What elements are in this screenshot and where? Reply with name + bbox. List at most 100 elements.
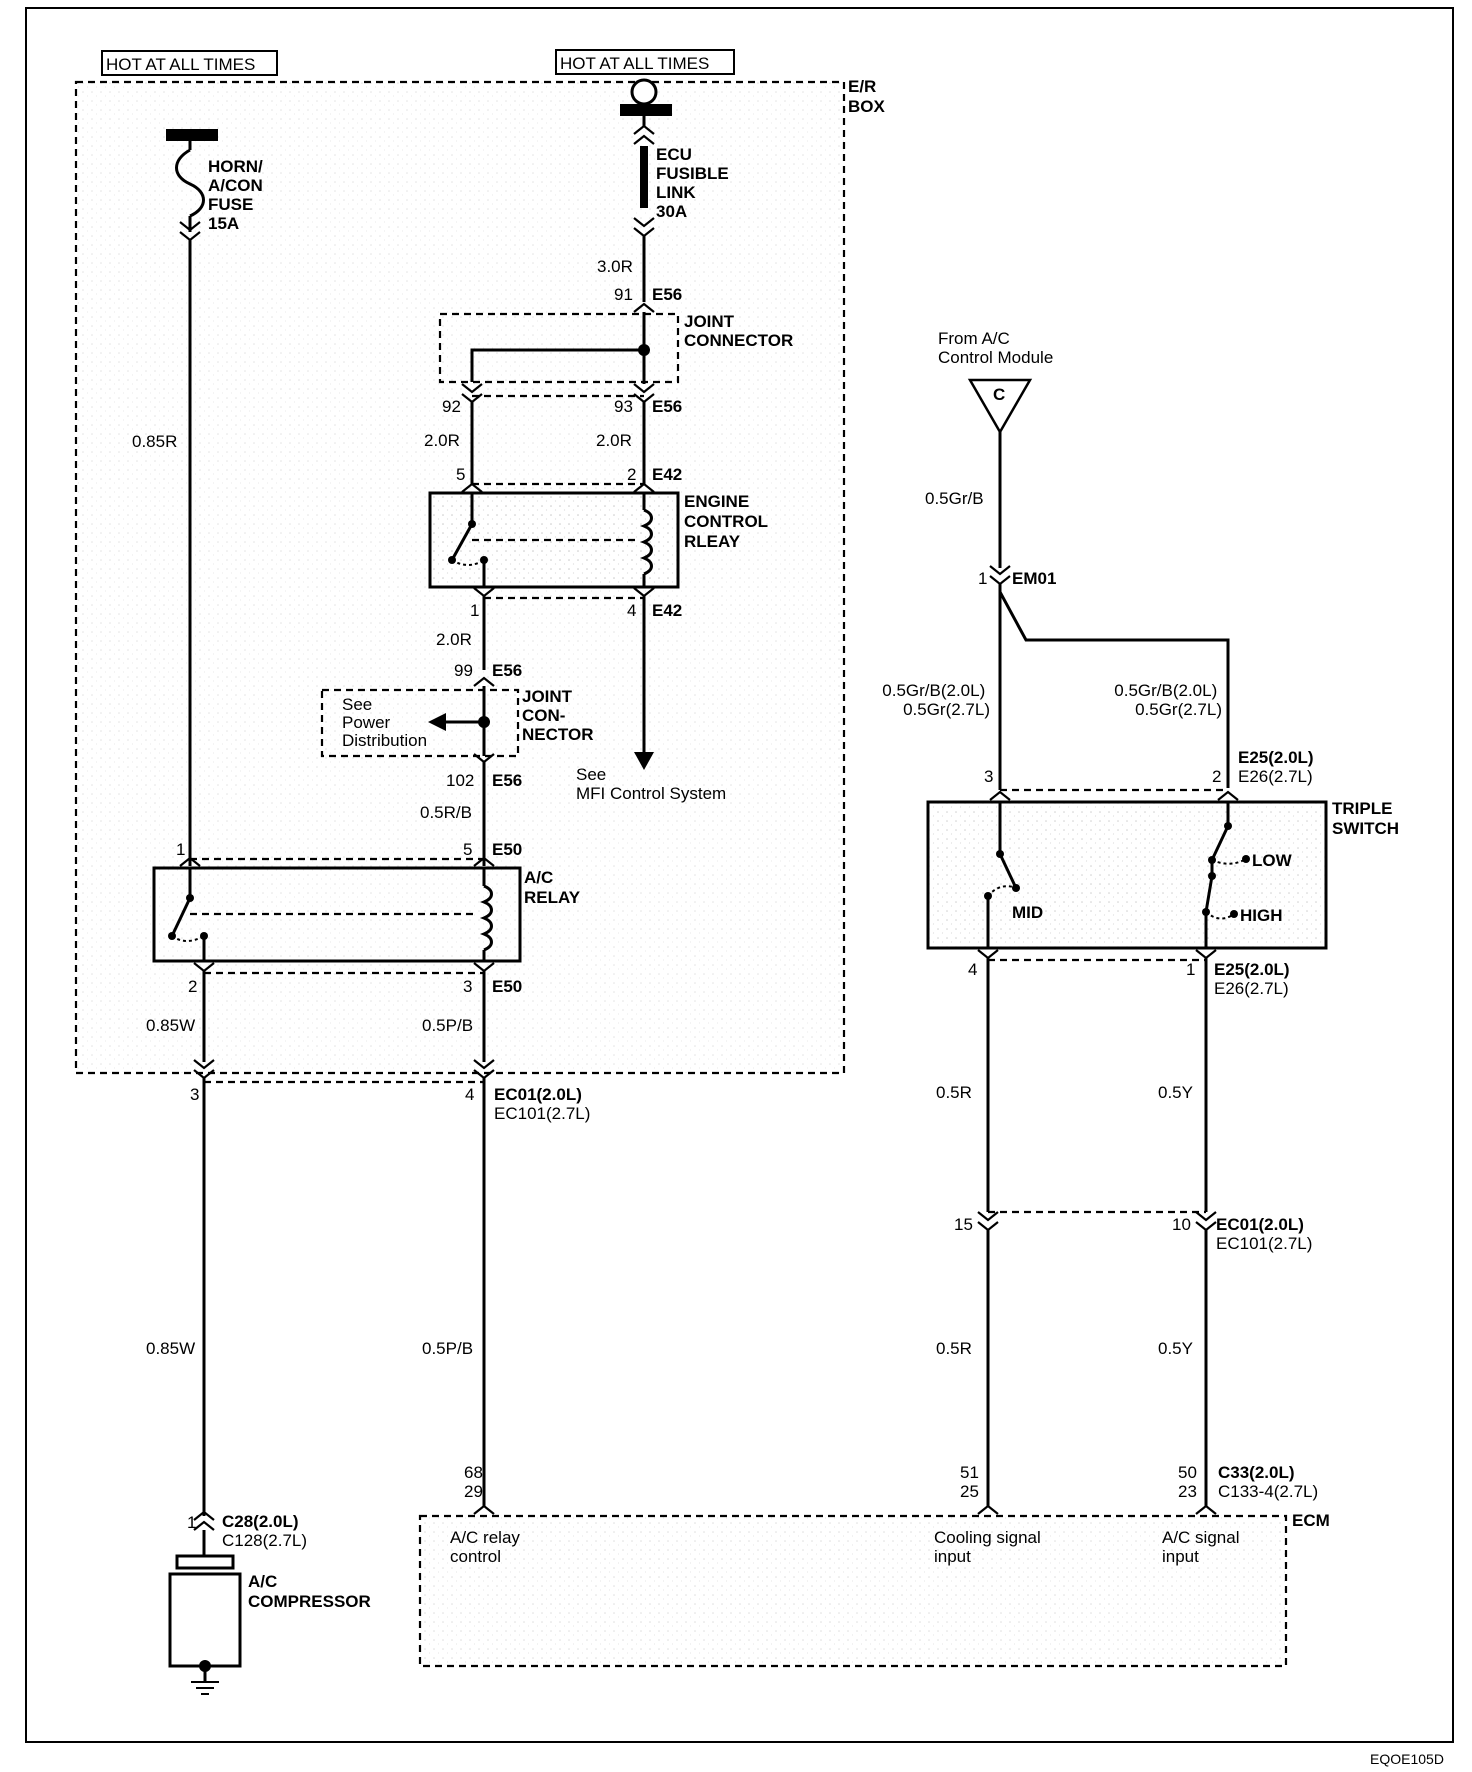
wire-05grb: 0.5Gr/B — [925, 489, 984, 508]
pin-91: 91 — [614, 285, 633, 304]
joint-connector-top-box — [438, 312, 680, 384]
pin-99: 99 — [454, 661, 473, 680]
wire-grb-right: 0.5Gr/B(2.0L) 0.5Gr(2.7L) — [1114, 681, 1222, 719]
joint-connector-mid-box — [320, 688, 520, 758]
wire-05r-b: 0.5R — [936, 1339, 972, 1358]
ac-relay-label: A/C RELAY — [524, 868, 581, 907]
pin-1-ts: 1 — [1186, 960, 1195, 979]
triple-switch-box — [928, 802, 1326, 948]
ecm-ac-signal-label: A/C signal input — [1162, 1528, 1244, 1566]
wire-05pb-b: 0.5P/B — [422, 1339, 473, 1358]
from-ac-label: From A/C Control Module — [938, 329, 1053, 367]
wire-05r-a: 0.5R — [936, 1083, 972, 1102]
conn-e25-b: E25(2.0L) E26(2.7L) — [1214, 960, 1294, 998]
triple-switch-label: TRIPLE SWITCH — [1332, 799, 1399, 838]
conn-e42-a: E42 — [652, 465, 682, 484]
conn-e50-a: E50 — [492, 840, 522, 859]
conn-e50-b: E50 — [492, 977, 522, 996]
pin-1: 1 — [470, 601, 479, 620]
pin-50: 50 — [1178, 1463, 1197, 1482]
wire-05y-a: 0.5Y — [1158, 1083, 1193, 1102]
wire-05rb: 0.5R/B — [420, 803, 472, 822]
pin-3-ts: 3 — [984, 767, 993, 786]
pin-3-ec: 3 — [190, 1085, 199, 1104]
conn-e56-b: E56 — [652, 397, 682, 416]
conn-ec01-a: EC01(2.0L) EC101(2.7L) — [494, 1085, 590, 1123]
page-frame — [25, 7, 1454, 1743]
ecm-label: ECM — [1292, 1511, 1330, 1530]
ac-relay-coil-icon — [479, 884, 493, 952]
pin-2-ts: 2 — [1212, 767, 1221, 786]
pin-4-ec: 4 — [465, 1085, 474, 1104]
ecm-ac-relay-label: A/C relay control — [450, 1528, 525, 1566]
fusible-link-icon — [640, 146, 648, 208]
battery-terminal-icon — [630, 78, 658, 106]
pin-2: 2 — [627, 465, 636, 484]
ecu-link-label: ECU FUSIBLE LINK 30A — [656, 145, 733, 221]
compressor-label: A/C COMPRESSOR — [248, 1572, 371, 1611]
wire-20r-c: 2.0R — [436, 630, 472, 649]
hot-label-right-box — [555, 49, 735, 75]
wire-05y-b: 0.5Y — [1158, 1339, 1193, 1358]
wire-20r-b: 2.0R — [596, 431, 632, 450]
conn-e42-b: E42 — [652, 601, 682, 620]
pin-4-ts: 4 — [968, 960, 977, 979]
wire-20r-a: 2.0R — [424, 431, 460, 450]
ecm-box — [420, 1516, 1286, 1666]
hot-label-right: HOT AT ALL TIMES — [560, 54, 709, 73]
conn-e56-a: E56 — [652, 285, 682, 304]
fuse-icon — [175, 148, 205, 218]
wire-30r: 3.0R — [597, 257, 633, 276]
wire-05pb-a: 0.5P/B — [422, 1016, 473, 1035]
engine-control-relay-label: ENGINE CONTROL RLEAY — [684, 492, 772, 551]
ground-icon — [191, 1681, 219, 1695]
see-power-label: See Power Distribution — [342, 695, 427, 750]
figure-code: EQOE105D — [1370, 1751, 1444, 1767]
switch-low-label: LOW — [1252, 851, 1293, 870]
switch-mid-label: MID — [1012, 903, 1043, 922]
pin-3-ac: 3 — [463, 977, 472, 996]
pin-5-ac: 5 — [463, 840, 472, 859]
engine-control-relay-box — [430, 493, 678, 587]
pin-5: 5 — [456, 465, 465, 484]
pin-23: 23 — [1178, 1482, 1197, 1501]
pin-29: 29 — [464, 1482, 483, 1501]
conn-em01: EM01 — [1012, 569, 1056, 588]
horn-fuse-label: HORN/ A/CON FUSE 15A — [208, 157, 268, 233]
wire-grb-left: 0.5Gr/B(2.0L) 0.5Gr(2.7L) — [882, 681, 990, 719]
conn-e25-a: E25(2.0L) E26(2.7L) — [1238, 748, 1318, 786]
pin-93: 93 — [614, 397, 633, 416]
ecm-cooling-label: Cooling signal input — [934, 1528, 1046, 1566]
conn-e56-c: E56 — [492, 661, 522, 680]
er-box-label: E/R BOX — [848, 77, 886, 116]
pin-51: 51 — [960, 1463, 979, 1482]
joint-connector-mid-label: JOINT CON- NECTOR — [522, 687, 593, 744]
connector-c-icon — [967, 378, 1033, 435]
conn-c28: C28(2.0L) C128(2.7L) — [222, 1512, 307, 1550]
pin-25: 25 — [960, 1482, 979, 1501]
engine-relay-coil-icon — [639, 508, 653, 576]
pin-2-ac: 2 — [188, 977, 197, 996]
arrow-down-icon — [634, 752, 654, 770]
see-mfi-label: See MFI Control System — [576, 765, 726, 803]
compressor-body — [168, 1572, 242, 1668]
pin-68: 68 — [464, 1463, 483, 1482]
pin-1-em: 1 — [978, 569, 987, 588]
arrow-left-icon — [428, 713, 446, 731]
pin-92: 92 — [442, 397, 461, 416]
pin-10: 10 — [1172, 1215, 1191, 1234]
switch-high-label: HIGH — [1240, 906, 1283, 925]
connector-c-letter: C — [993, 385, 1005, 404]
wire-085w-a: 0.85W — [146, 1016, 195, 1035]
wire-085r: 0.85R — [132, 432, 177, 451]
conn-c33: C33(2.0L) C133-4(2.7L) — [1218, 1463, 1318, 1501]
hot-label-left-box — [101, 50, 278, 76]
joint-connector-top-label: JOINT CONNECTOR — [684, 312, 793, 350]
conn-ec01-b: EC01(2.0L) EC101(2.7L) — [1216, 1215, 1312, 1253]
ecu-busbar-icon — [620, 104, 672, 116]
pin-15: 15 — [954, 1215, 973, 1234]
pin-102: 102 — [446, 771, 474, 790]
compressor-clutch-icon — [175, 1554, 235, 1570]
pin-1-comp: 1 — [187, 1513, 196, 1532]
